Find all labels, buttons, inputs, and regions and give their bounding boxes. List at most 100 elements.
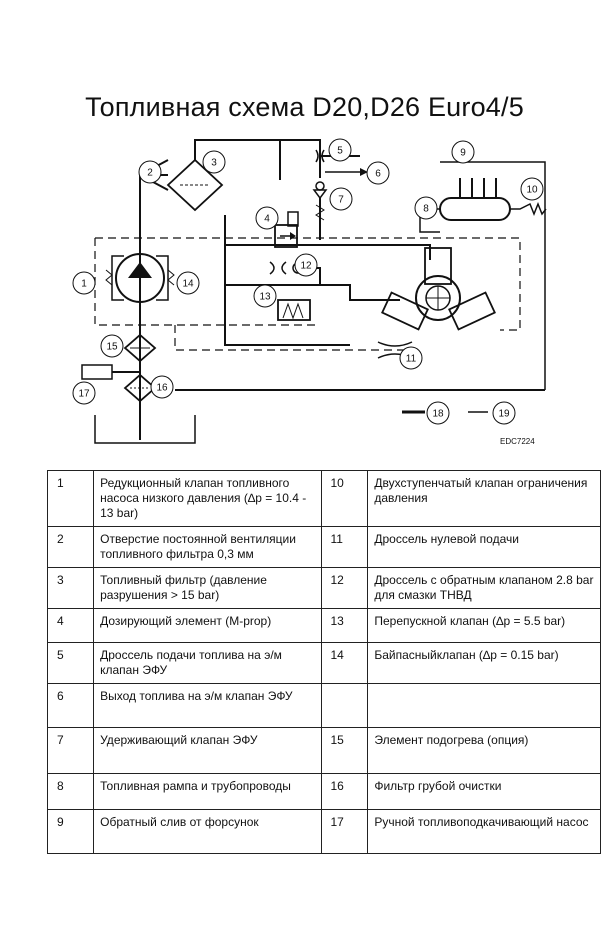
callout-label-18: 18 [432, 409, 444, 420]
legend-description: Топливный фильтр (давление разрушения > … [93, 567, 322, 609]
callout-5 [328, 138, 352, 162]
legend-number: 17 [320, 809, 369, 854]
legend-number: 7 [46, 727, 95, 774]
callout-19 [492, 401, 516, 425]
callout-15 [100, 334, 124, 358]
legend-description: Редукционный клапан топливного насоса ни… [93, 470, 322, 527]
callout-label-13: 13 [259, 292, 271, 303]
legend-number: 3 [46, 567, 95, 609]
callout-label-15: 15 [106, 342, 118, 353]
legend-description: Фильтр грубой очистки [367, 773, 601, 810]
legend-number: 12 [320, 567, 369, 609]
legend-description: Дроссель подачи топлива на э/м клапан ЭФ… [93, 642, 322, 684]
callout-10 [520, 177, 544, 201]
check-valve-7 [312, 189, 328, 200]
legend-number: 1 [46, 470, 95, 527]
callout-8 [414, 196, 438, 220]
callout-12 [294, 253, 318, 277]
fuel-tank [94, 415, 196, 444]
legend-description: Выход топлива на э/м клапан ЭФУ [93, 683, 322, 728]
legend-number [320, 683, 369, 728]
legend-description: Элемент подогрева (опция) [367, 727, 601, 774]
callout-label-8: 8 [423, 204, 429, 215]
legend-description: Ручной топливоподкачивающий насос [367, 809, 601, 854]
legend-number: 14 [320, 642, 369, 684]
callout-label-2: 2 [147, 168, 153, 179]
legend-number: 4 [46, 608, 95, 643]
legend-description: Двухступенчатый клапан ограничения давле… [367, 470, 601, 527]
callout-2 [138, 160, 162, 184]
callout-3 [202, 150, 226, 174]
return-line [95, 237, 521, 331]
legend-description: Топливная рампа и трубопроводы [93, 773, 322, 810]
legend-number: 2 [46, 526, 95, 568]
callout-11 [399, 346, 423, 370]
callout-7 [329, 187, 353, 211]
callout-label-5: 5 [337, 146, 343, 157]
callout-18 [426, 401, 450, 425]
page-title: Топливная схема D20,D26 Euro4/5 [85, 92, 524, 122]
legend-description: Отверстие постоянной вентиляции топливно… [93, 526, 322, 568]
callout-label-6: 6 [375, 169, 381, 180]
legend-description: Дроссель нулевой подачи [367, 526, 601, 568]
legend-description: Байпасныйклапан (∆p = 0.15 bar) [367, 642, 601, 684]
callout-1 [72, 271, 96, 295]
legend-number: 5 [46, 642, 95, 684]
m-prop-4 [274, 224, 298, 248]
callout-label-3: 3 [211, 158, 217, 169]
callout-label-9: 9 [460, 148, 466, 159]
legend-description: Дроссель с обратным клапаном 2.8 bar для… [367, 567, 601, 609]
callout-label-19: 19 [498, 409, 510, 420]
callout-label-16: 16 [156, 383, 168, 394]
throttle-12 [269, 261, 287, 275]
legend-number: 8 [46, 773, 95, 810]
legend-description [367, 683, 601, 728]
legend-description: Удерживающий клапан ЭФУ [93, 727, 322, 774]
callout-9 [451, 140, 475, 164]
callout-6 [366, 161, 390, 185]
legend-description: Обратный слив от форсунок [93, 809, 322, 854]
legend-number: 10 [320, 470, 369, 527]
callout-label-17: 17 [78, 389, 90, 400]
callout-label-14: 14 [182, 279, 194, 290]
legend-description: Перепускной клапан (∆p = 5.5 bar) [367, 608, 601, 643]
callout-14 [176, 271, 200, 295]
legend-number: 6 [46, 683, 95, 728]
legend-number: 15 [320, 727, 369, 774]
legend-number: 13 [320, 608, 369, 643]
suction-line [139, 174, 168, 440]
callout-17 [72, 381, 96, 405]
diagram-code: EDC7224 [500, 437, 535, 446]
callout-label-7: 7 [338, 195, 344, 206]
fuel-rail-8 [439, 197, 511, 221]
callout-label-4: 4 [264, 214, 270, 225]
limit-valve-10 [510, 201, 547, 217]
heater-15 [123, 333, 157, 363]
callout-label-1: 1 [81, 279, 87, 290]
legend-description: Дозирующий элемент (M-prop) [93, 608, 322, 643]
legend-number: 11 [320, 526, 369, 568]
bypass-valve-13 [277, 299, 311, 321]
callout-label-12: 12 [300, 261, 312, 272]
callout-4 [255, 206, 279, 230]
fuel-filter-3 [166, 158, 224, 212]
legend-number: 9 [46, 809, 95, 854]
legend-number: 16 [320, 773, 369, 810]
callout-13 [253, 284, 277, 308]
callout-label-11: 11 [406, 354, 417, 365]
injector-return-9 [440, 161, 546, 390]
callout-16 [150, 375, 174, 399]
high-pressure-pump [381, 247, 496, 331]
hand-pump-17 [81, 364, 113, 380]
